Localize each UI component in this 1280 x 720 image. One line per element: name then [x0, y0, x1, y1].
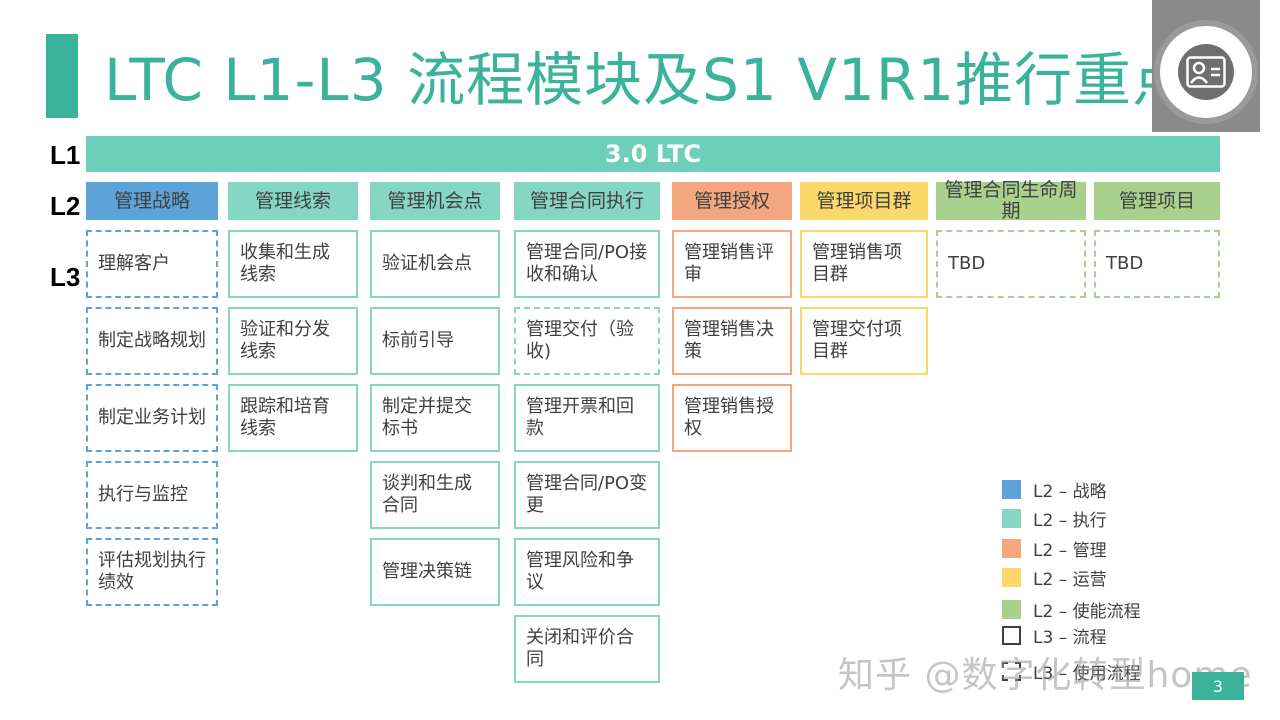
- legend-swatch: [1002, 508, 1021, 528]
- l3-process-box: TBD: [936, 230, 1086, 298]
- l2-header: 管理项目: [1094, 182, 1220, 220]
- l3-process-box: 制定战略规划: [86, 307, 218, 375]
- legend-swatch: [1002, 661, 1021, 681]
- l1-process-bar: 3.0 LTC: [86, 136, 1220, 172]
- legend-swatch: [1002, 625, 1021, 645]
- l3-process-box: 管理开票和回款: [514, 384, 660, 452]
- l3-process-box: 管理风险和争议: [514, 538, 660, 606]
- l3-process-box: 谈判和生成合同: [370, 461, 500, 529]
- l2-header: 管理项目群: [800, 182, 928, 220]
- legend-swatch: [1002, 567, 1021, 587]
- l2-header: 管理合同执行: [514, 182, 660, 220]
- l3-process-box: 管理销售决策: [672, 307, 792, 375]
- l2-header: 管理合同生命周期: [936, 180, 1086, 222]
- legend-label: L2 – 管理: [1033, 540, 1107, 561]
- l3-process-box: 验证机会点: [370, 230, 500, 298]
- l2-header: 管理授权: [672, 182, 792, 220]
- level-label-l3: L3: [50, 262, 81, 292]
- legend-label: L2 – 使能流程: [1033, 601, 1141, 622]
- legend-label: L3 – 使用流程: [1033, 663, 1141, 684]
- legend-swatch: [1002, 479, 1021, 499]
- legend-label: L2 – 战略: [1033, 481, 1107, 502]
- l3-process-box: 制定并提交标书: [370, 384, 500, 452]
- l3-process-box: 评估规划执行绩效: [86, 538, 218, 606]
- l3-process-box: 管理决策链: [370, 538, 500, 606]
- l3-process-box: 管理销售评审: [672, 230, 792, 298]
- l3-process-box: 理解客户: [86, 230, 218, 298]
- legend-label: L2 – 执行: [1033, 510, 1107, 531]
- l3-process-box: 执行与监控: [86, 461, 218, 529]
- l2-header: 管理线索: [228, 182, 358, 220]
- legend-item: L3 – 流程: [1002, 624, 1107, 648]
- l2-header: 管理战略: [86, 182, 218, 220]
- l3-process-box: TBD: [1094, 230, 1220, 298]
- watermark: 知乎 @数字化转型home: [838, 655, 1253, 696]
- legend-label: L2 – 运营: [1033, 569, 1107, 590]
- l3-process-box: 管理合同/PO变更: [514, 461, 660, 529]
- l3-process-box: 跟踪和培育线索: [228, 384, 358, 452]
- legend-swatch: [1002, 599, 1021, 619]
- l3-process-box: 管理销售项目群: [800, 230, 928, 298]
- legend-label: L3 – 流程: [1033, 627, 1107, 648]
- corner-badge: [1154, 20, 1258, 124]
- legend-item: L2 – 战略: [1002, 478, 1107, 502]
- l3-process-box: 标前引导: [370, 307, 500, 375]
- legend-item: L2 – 执行: [1002, 507, 1107, 531]
- l2-header: 管理机会点: [370, 182, 500, 220]
- l3-process-box: 验证和分发线索: [228, 307, 358, 375]
- legend-item: L2 – 管理: [1002, 537, 1107, 561]
- legend-item: L2 – 运营: [1002, 566, 1107, 590]
- l3-process-box: 管理销售授权: [672, 384, 792, 452]
- id-card-icon: [1178, 44, 1234, 100]
- title-accent-bar: [46, 34, 78, 118]
- level-label-l2: L2: [50, 191, 81, 221]
- l3-process-box: 收集和生成线索: [228, 230, 358, 298]
- legend-item: L2 – 使能流程: [1002, 598, 1141, 622]
- level-label-l1: L1: [50, 140, 81, 170]
- legend-swatch: [1002, 538, 1021, 558]
- l3-process-box: 管理交付项目群: [800, 307, 928, 375]
- page-title: LTC L1-L3 流程模块及S1 V1R1推行重点: [104, 46, 1192, 114]
- l3-process-box: 管理合同/PO接收和确认: [514, 230, 660, 298]
- legend-item: L3 – 使用流程: [1002, 660, 1141, 684]
- l3-process-box: 管理交付（验收): [514, 307, 660, 375]
- l3-process-box: 制定业务计划: [86, 384, 218, 452]
- l3-process-box: 关闭和评价合同: [514, 615, 660, 683]
- page-number: 3: [1192, 672, 1244, 700]
